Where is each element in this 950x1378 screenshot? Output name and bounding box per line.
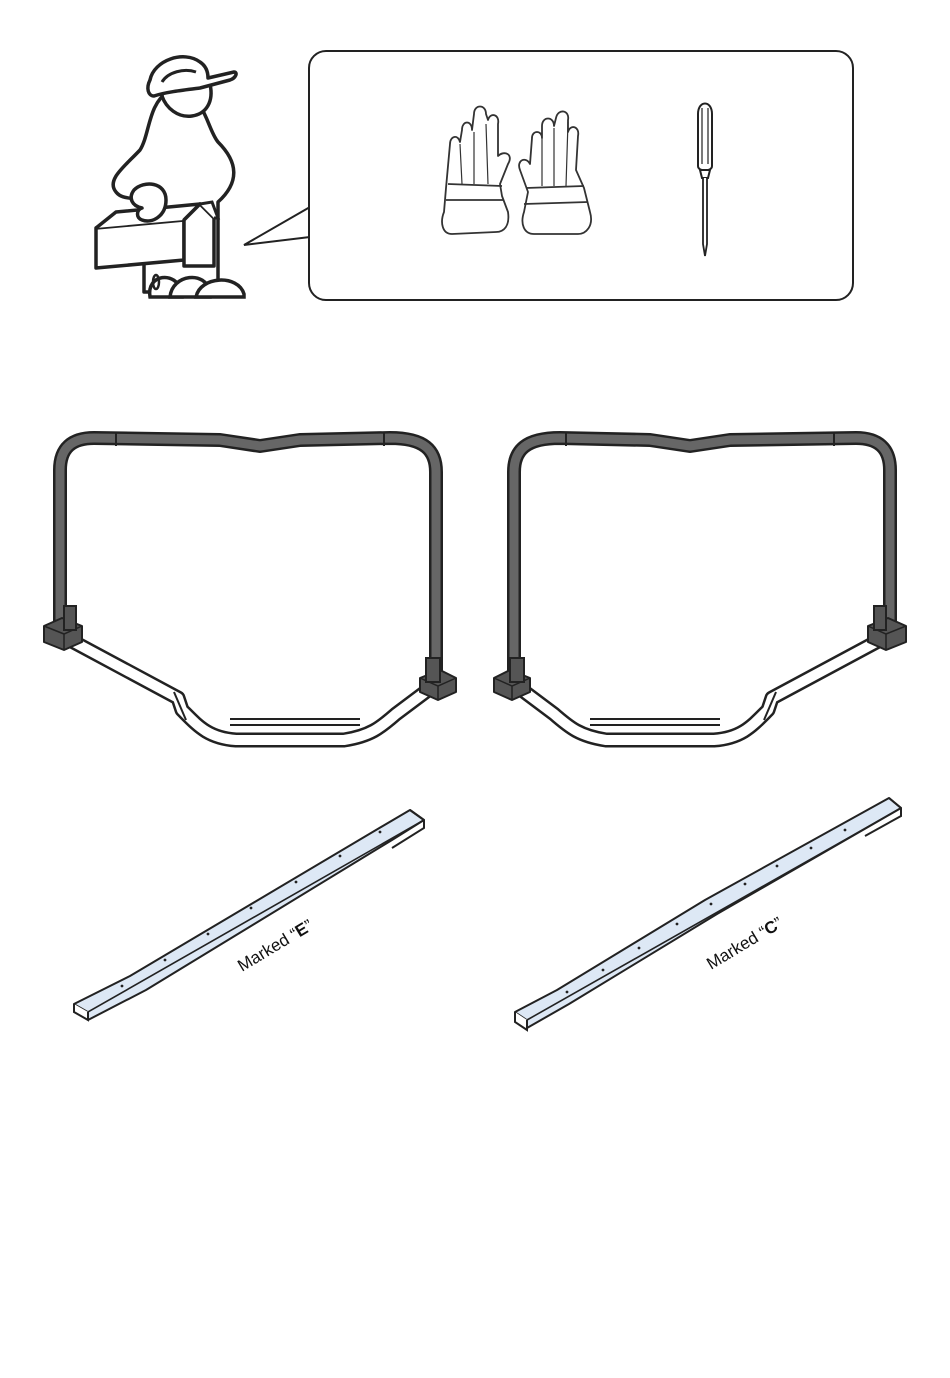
phillips-screwdriver-icon (690, 94, 720, 262)
rail-c-marking: Marked “C” (703, 913, 786, 973)
rail-c: Marked “C” (505, 790, 905, 1050)
gloves-icon (438, 100, 606, 240)
rail-e: Marked “E” (60, 800, 440, 1040)
frame-left-icon (40, 430, 460, 760)
assembler-mascot-icon (88, 52, 253, 304)
frame-right-icon (490, 430, 910, 760)
callout-pointer (238, 205, 314, 251)
required-tools-panel (308, 50, 854, 301)
